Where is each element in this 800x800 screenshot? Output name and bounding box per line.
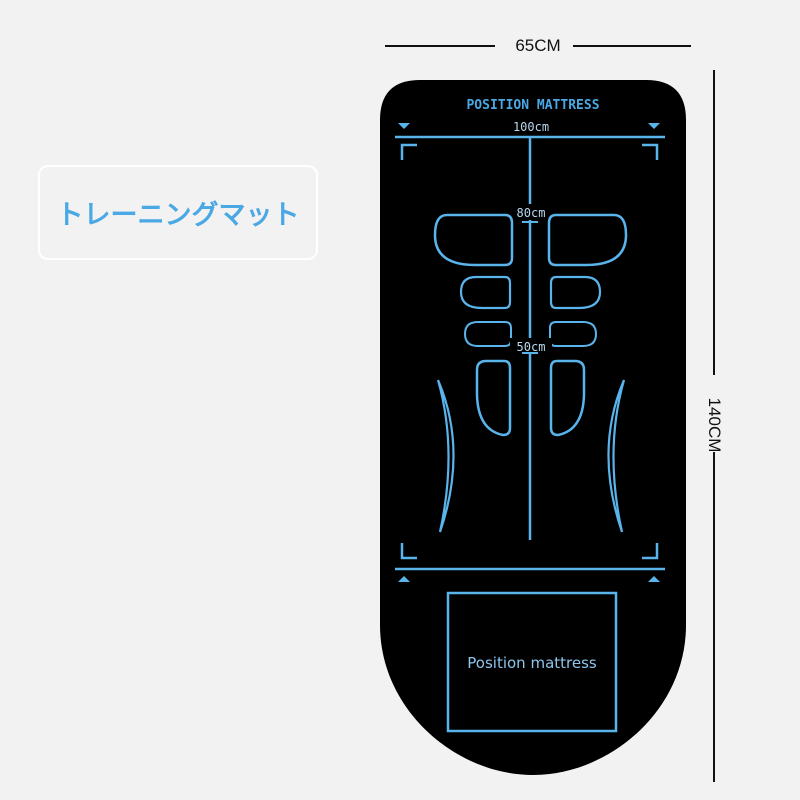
position-box-label: Position mattress bbox=[467, 654, 597, 672]
ab-pad-1-left bbox=[433, 213, 514, 267]
triangle-down-right-icon bbox=[648, 123, 660, 129]
mat-body bbox=[380, 80, 686, 775]
ab-pad-3-left bbox=[463, 321, 512, 347]
position-box bbox=[446, 591, 618, 733]
width-dimension-line-right bbox=[573, 45, 691, 47]
corner-bracket-top-left bbox=[400, 143, 417, 160]
top-measure-label: 100cm bbox=[513, 120, 549, 134]
measure-80-label: 80cm bbox=[517, 206, 546, 220]
ab-pad-3-right bbox=[549, 321, 598, 347]
height-dimension: 140CM bbox=[704, 70, 724, 782]
triangle-down-left-icon bbox=[398, 123, 410, 129]
triangle-up-left-icon bbox=[398, 576, 410, 582]
corner-bracket-bottom-right bbox=[642, 543, 659, 560]
width-dimension-line-left bbox=[385, 45, 495, 47]
height-dimension-line-top bbox=[713, 70, 715, 375]
product-title-card: トレーニングマット bbox=[38, 165, 318, 260]
oblique-pad-left bbox=[436, 379, 455, 533]
ab-pad-2-right bbox=[549, 275, 602, 310]
height-dimension-line-bottom bbox=[713, 452, 715, 782]
triangle-up-right-icon bbox=[648, 576, 660, 582]
ab-pad-1-right bbox=[547, 213, 628, 267]
product-title: トレーニングマット bbox=[56, 200, 300, 231]
ab-pad-2-left bbox=[459, 275, 512, 310]
oblique-pad-right bbox=[607, 379, 626, 533]
measure-50-label: 50cm bbox=[517, 340, 546, 354]
ab-pad-4-right bbox=[549, 359, 586, 437]
ab-pad-4-left bbox=[475, 359, 512, 437]
width-dimension: 65CM bbox=[385, 36, 691, 56]
corner-bracket-bottom-left bbox=[400, 543, 417, 560]
mat-header: POSITION MATTRESS bbox=[466, 98, 599, 113]
width-label: 65CM bbox=[515, 36, 561, 55]
corner-bracket-top-right bbox=[642, 143, 659, 160]
